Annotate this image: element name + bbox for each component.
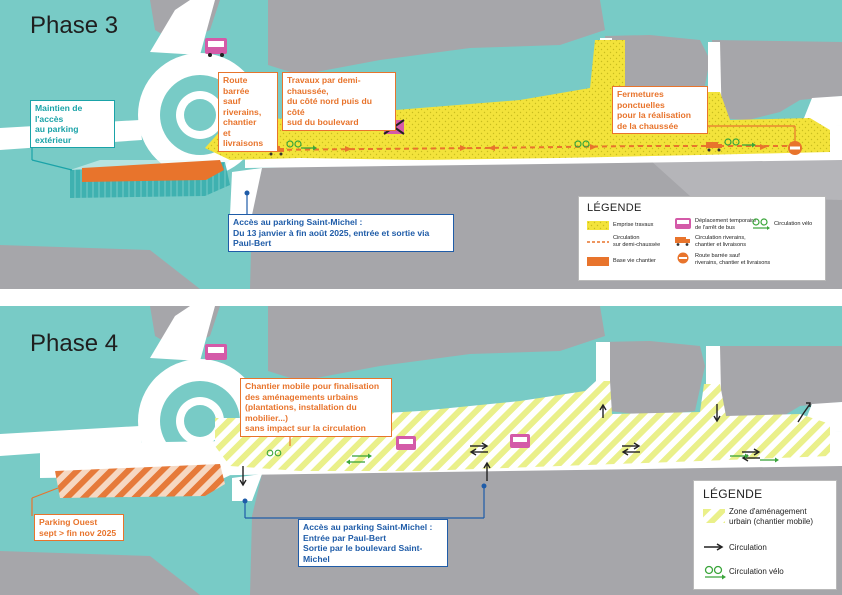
legend: LÉGENDE Zone d'aménagement urbain (chant… [693, 480, 837, 590]
phase-3-panel: Phase 3 Maintien de l'accès au parking e… [0, 0, 842, 289]
bus-stop-icon [675, 218, 691, 229]
hatch-zone-icon [703, 509, 725, 523]
callout-fermetures: Fermetures ponctuelles pour la réalisati… [612, 86, 708, 134]
truck-icon [706, 142, 722, 152]
building-block [0, 551, 200, 595]
orange-rect-icon [587, 257, 609, 266]
legend-item-barree: Route barrée sauf riverains, chantier et… [695, 253, 771, 266]
legend-title: LÉGENDE [587, 202, 642, 214]
legend-title: LÉGENDE [703, 487, 763, 501]
legend-item-emprise: Emprise travaux [613, 222, 654, 228]
building-block [650, 155, 842, 200]
parking-ouest [55, 464, 225, 498]
truck-icon [675, 237, 690, 246]
callout-acces-parking: Accès au parking Saint-Michel : Entrée p… [298, 519, 448, 567]
callout-parking-exterieur: Maintien de l'accès au parking extérieur [30, 100, 115, 148]
yellow-hatch-icon [587, 221, 609, 230]
bicycle-icon [724, 138, 756, 148]
bike-arrows [346, 453, 779, 465]
base-vie-chantier [82, 160, 224, 182]
bus-stop-icon [510, 434, 530, 448]
arrow-icon [704, 543, 724, 551]
legend-item-circulation: Circulation [729, 543, 767, 552]
zone-amenagement [215, 381, 830, 471]
callout-demi-chaussee: Travaux par demi-chaussée, du côté nord … [282, 72, 396, 131]
road [150, 306, 215, 361]
building-block [0, 245, 200, 289]
traffic-arrows [345, 144, 767, 152]
page-title: Phase 3 [30, 12, 119, 39]
road [150, 0, 215, 55]
bicycle-icon [752, 218, 770, 230]
legend-item-velo: Circulation vélo [774, 221, 813, 227]
road [232, 474, 262, 501]
no-entry-icon [788, 141, 802, 155]
callout-acces-parking: Accès au parking Saint-Michel : Du 13 ja… [228, 214, 454, 252]
callout-chantier-mobile: Chantier mobile pour finalisation des am… [240, 378, 392, 437]
bicycle-icon [286, 140, 317, 151]
legend-item-base-vie: Base vie chantier [613, 258, 656, 264]
legend-item-velo: Circulation vélo [729, 567, 784, 576]
bicycle-icon [574, 140, 590, 148]
bus-stop-icon [205, 38, 227, 57]
building-block [268, 0, 605, 75]
legend-item-riverains: Circulation riverains, chantier et livra… [695, 235, 746, 248]
legend: LÉGENDE Emprise travaux Circulation sur … [578, 196, 826, 281]
bicycle-icon [704, 565, 726, 580]
building-block [600, 341, 705, 416]
legend-item-bus: Déplacement temporaire de l'arrêt de bus [695, 218, 757, 231]
callout-parking-ouest: Parking Ouest sept > fin nov 2025 [34, 514, 124, 541]
phase-4-panel: Phase 4 Chantier mobile pour finalisatio… [0, 306, 842, 595]
building-block [268, 306, 605, 381]
building-block [712, 40, 842, 120]
legend-item-circ-demi: Circulation sur demi-chaussée [613, 235, 661, 248]
no-entry-icon [677, 252, 689, 264]
bus-stop-icon [396, 436, 416, 450]
dashed-red-line-icon [587, 241, 609, 243]
bicycle-icon [266, 449, 282, 457]
callout-route-barree: Route barrée sauf riverains, chantier et… [218, 72, 278, 152]
legend-item-zone: Zone d'aménagement urbain (chantier mobi… [729, 507, 814, 526]
page-title: Phase 4 [30, 330, 119, 357]
bus-stop-icon [205, 344, 227, 360]
building-block [712, 346, 842, 426]
